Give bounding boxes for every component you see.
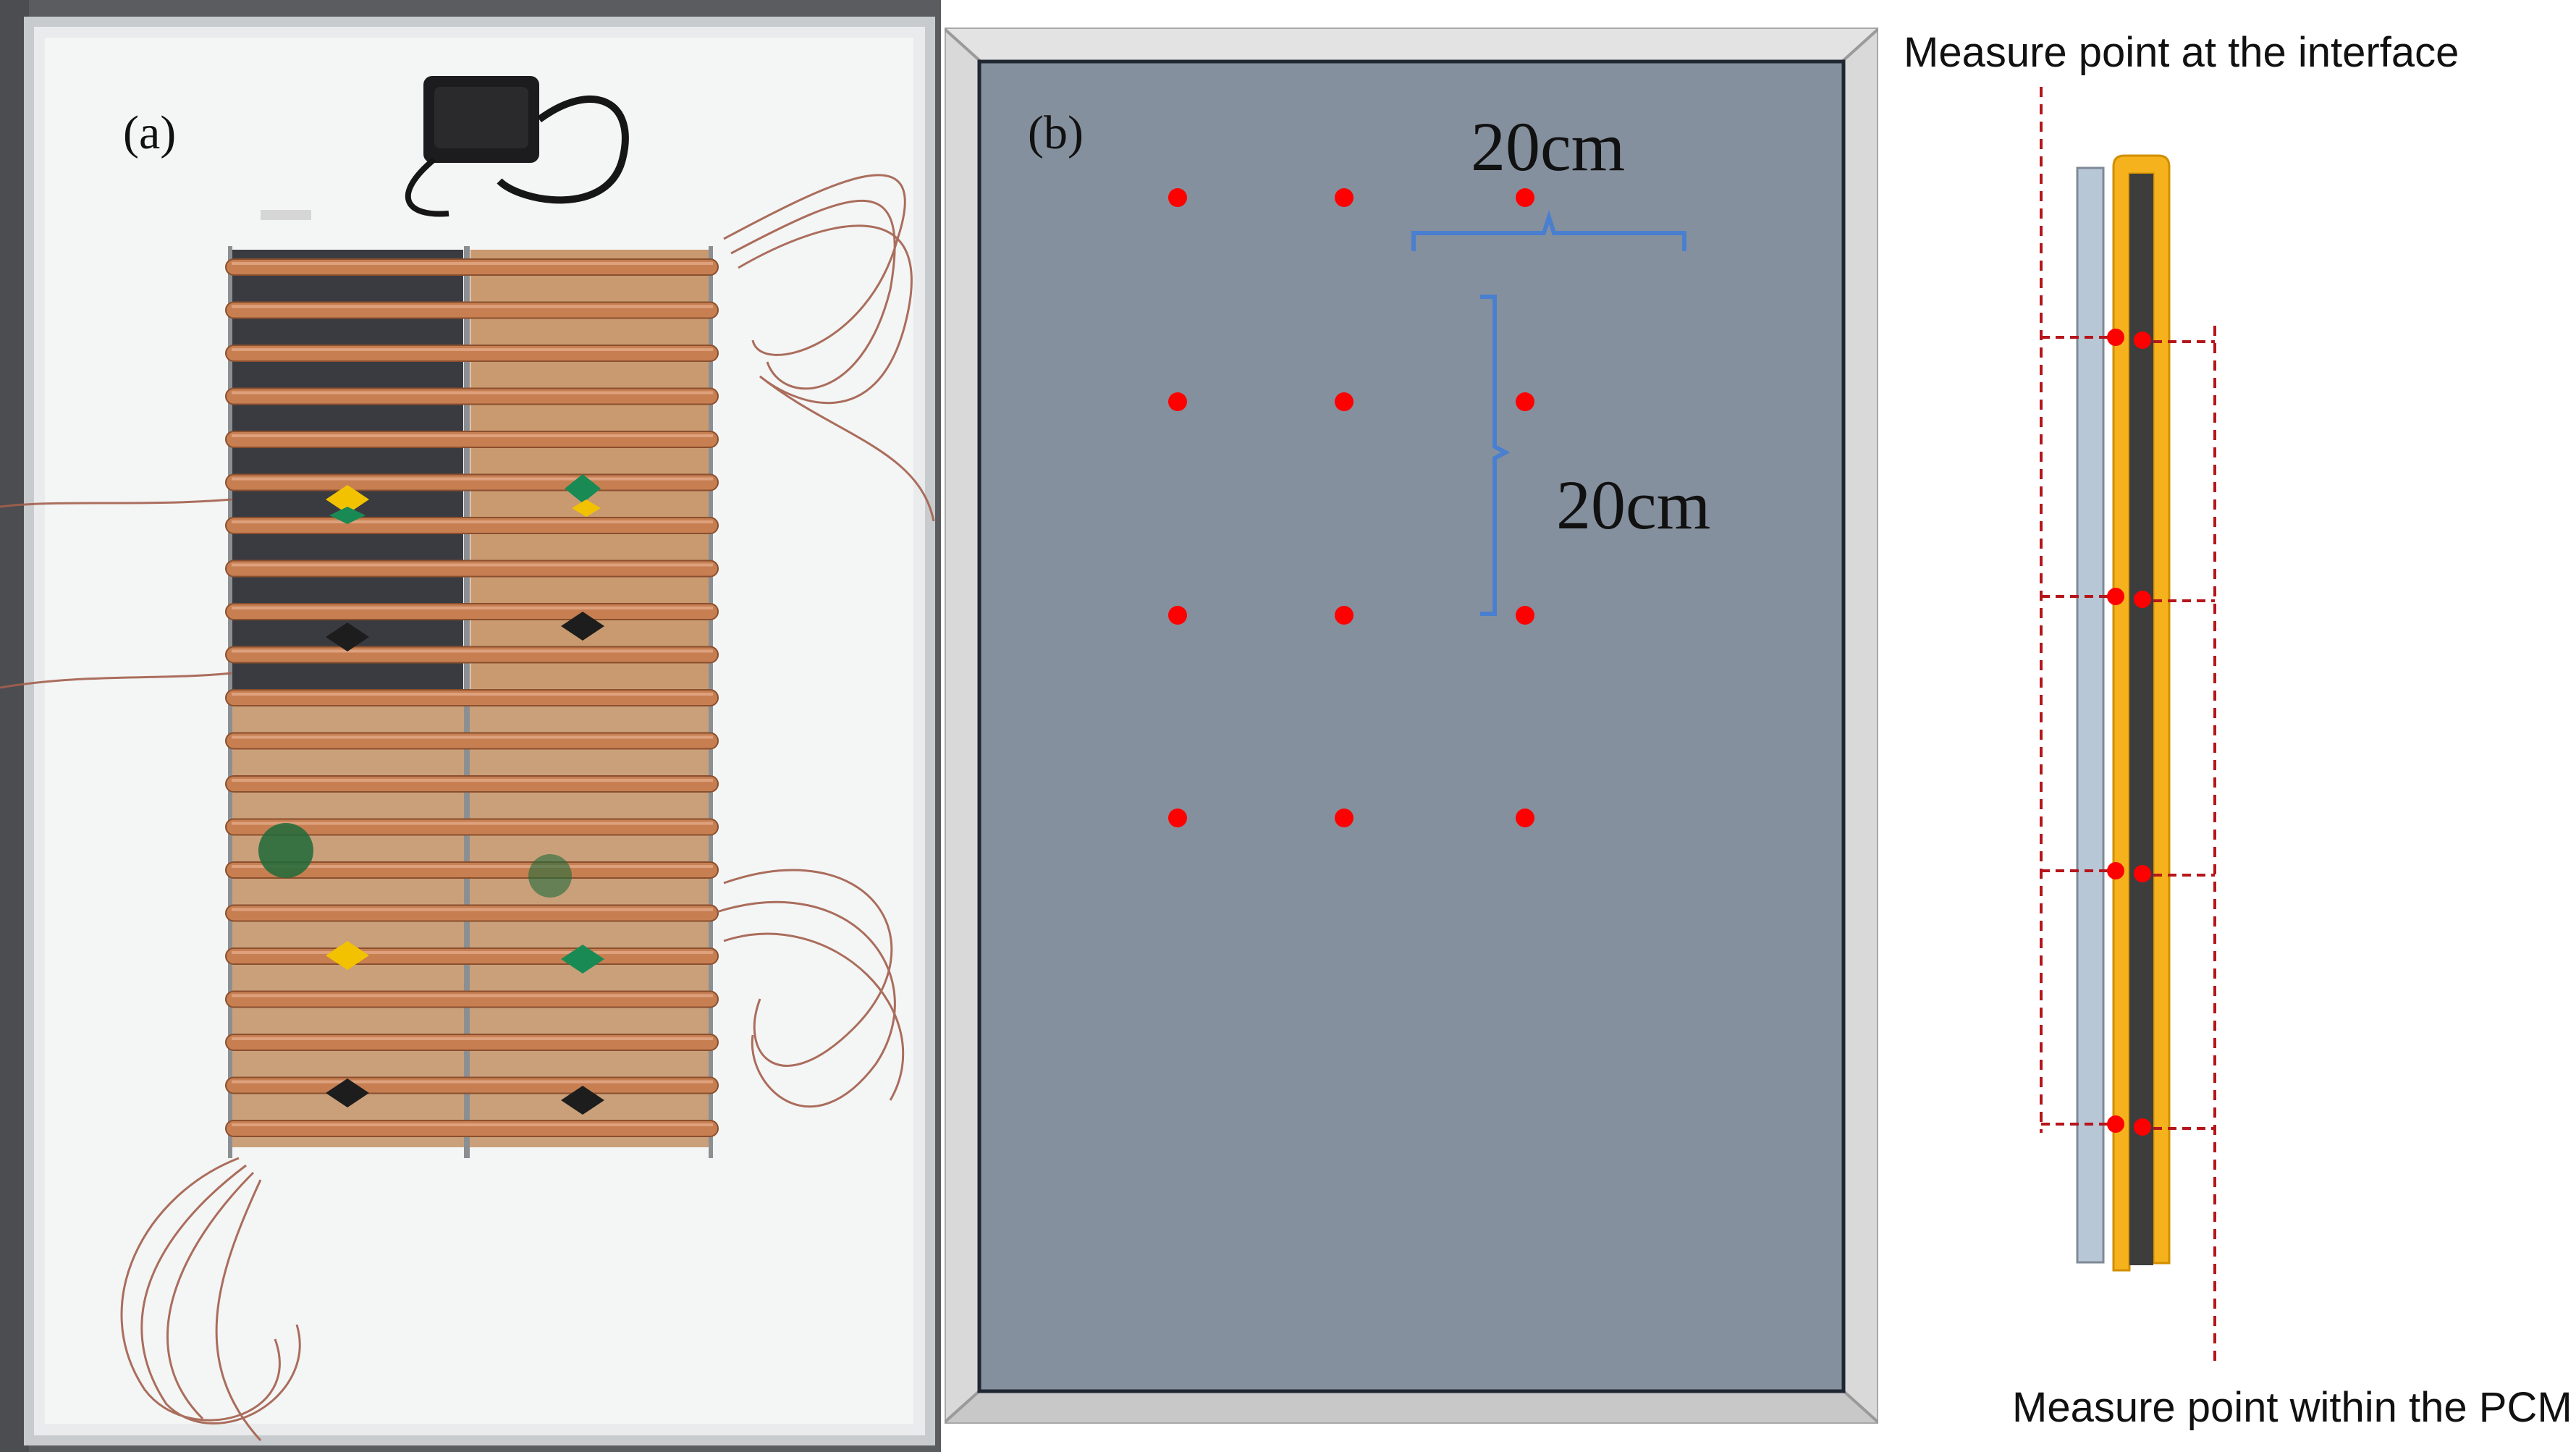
measure-point <box>1168 392 1187 411</box>
measure-point <box>1168 809 1187 827</box>
measure-point <box>1516 188 1534 207</box>
copper-tube <box>225 560 719 578</box>
copper-tube <box>225 387 719 405</box>
copper-tube <box>225 1120 719 1137</box>
vertical-spacing-bracket <box>1480 295 1511 616</box>
glass-layer <box>2076 166 2105 1264</box>
photo-panel-a: (a) <box>0 0 941 1452</box>
pcm-measure-point <box>2134 591 2151 608</box>
measure-point <box>1335 809 1354 827</box>
copper-tube <box>225 775 719 793</box>
measure-point <box>1516 606 1534 625</box>
pcm-measure-point <box>2134 1118 2151 1136</box>
measure-point <box>1516 392 1534 411</box>
pcm-measure-point <box>2134 332 2151 349</box>
copper-tube <box>225 301 719 319</box>
copper-tube <box>225 345 719 362</box>
pv-panel-surface <box>977 59 1846 1393</box>
copper-tube <box>225 990 719 1008</box>
copper-tube-array <box>225 258 719 1137</box>
measure-point <box>1168 188 1187 207</box>
copper-tube <box>225 258 719 276</box>
pv-cell-layer <box>2129 174 2153 1265</box>
copper-tube <box>225 517 719 534</box>
copper-tube <box>225 1034 719 1051</box>
measure-point <box>1335 188 1354 207</box>
section-measure-points <box>2041 329 2215 1136</box>
interface-measure-point <box>2107 329 2124 346</box>
sensor-markers <box>258 474 604 1115</box>
horizontal-spacing-bracket <box>1411 210 1686 251</box>
measure-point <box>1168 606 1187 625</box>
pcm-measure-point <box>2134 865 2151 882</box>
copper-tube <box>225 904 719 922</box>
interface-measure-point <box>2107 588 2124 605</box>
panel-label-b: (b) <box>1028 106 1084 159</box>
vertical-spacing-label: 20cm <box>1556 466 1710 544</box>
panel-label-a: (a) <box>123 106 176 159</box>
copper-tube <box>225 947 719 965</box>
cross-section-panel: Measure point at the interface Measure p… <box>1904 29 2572 1431</box>
copper-tube <box>225 689 719 706</box>
section-layers <box>2076 154 2171 1272</box>
copper-tube <box>225 431 719 448</box>
copper-tube <box>225 1076 719 1094</box>
interface-measure-point <box>2107 862 2124 879</box>
horizontal-spacing-label: 20cm <box>1471 108 1625 185</box>
copper-tube <box>225 603 719 620</box>
thermocouple-wires <box>0 174 935 1442</box>
copper-tube <box>225 732 719 750</box>
junction-box <box>261 76 629 220</box>
diagram-panel-b: (b) 20cm 20cm <box>945 28 1878 1424</box>
measure-point-grid <box>1168 188 1534 827</box>
measure-point <box>1516 809 1534 827</box>
pcm-measure-label: Measure point within the PCM <box>2012 1384 2572 1431</box>
dashed-guide-lines <box>2040 87 2216 1364</box>
interface-measure-label: Measure point at the interface <box>1904 29 2459 76</box>
panel-a-label: (a) <box>123 106 176 159</box>
pcm-container <box>2112 154 2171 1272</box>
measure-point <box>1335 392 1354 411</box>
copper-tube <box>225 646 719 664</box>
measure-point <box>1335 606 1354 625</box>
absorber-foil-lower <box>232 698 709 1147</box>
copper-tube <box>225 473 719 491</box>
interface-measure-point <box>2107 1115 2124 1133</box>
